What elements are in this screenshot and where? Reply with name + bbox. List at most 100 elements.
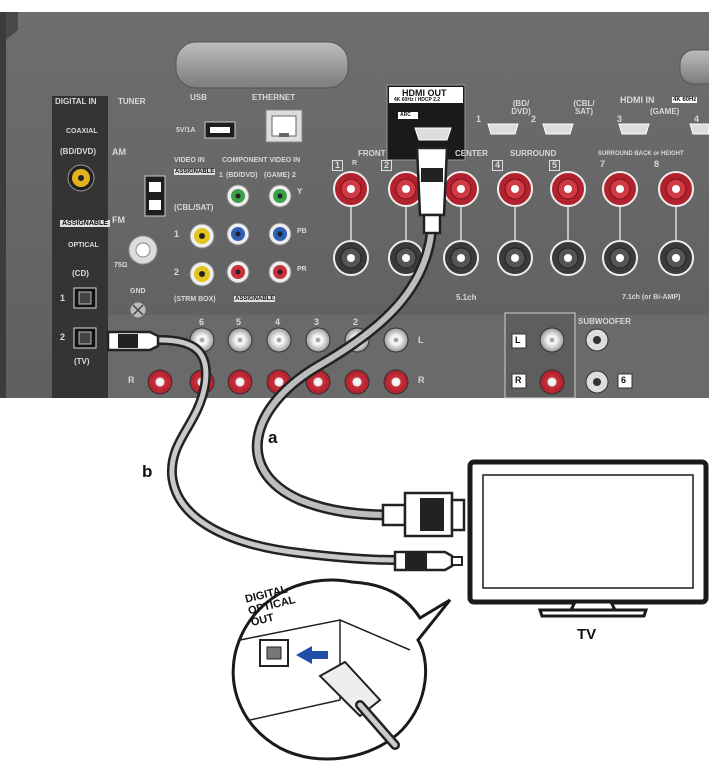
optical-label: OPTICAL: [68, 242, 99, 249]
hdmi-cable-a: [252, 146, 466, 538]
hdmi-in-2-label: (CBL/ SAT): [573, 99, 595, 116]
video-in-jack-1: [189, 223, 215, 249]
fm-label: FM: [112, 215, 125, 225]
component-video-in-label: COMPONENT VIDEO IN: [222, 157, 301, 164]
audio-2-label: 2: [353, 317, 359, 327]
speaker-post: [333, 171, 369, 276]
arc-label: ARC: [400, 112, 411, 118]
ethernet-port: [265, 109, 303, 143]
rca-white-jack: [383, 327, 409, 353]
component-pr-label: PR: [297, 266, 307, 273]
rca-white-jack: [227, 327, 253, 353]
fm-jack: [128, 235, 158, 265]
audio-r-left-label: R: [128, 375, 135, 385]
audio-3-label: 3: [314, 317, 320, 327]
digital-in-label: DIGITAL IN: [55, 97, 97, 106]
hdmi-in-4-number: 4: [694, 114, 700, 124]
rca-white-jack: [305, 327, 331, 353]
surround-4-number: 4: [492, 160, 504, 171]
audio-r-label: R: [418, 375, 425, 385]
component-2-label: (GAME): [264, 172, 290, 179]
subwoofer-jacks: [504, 312, 633, 399]
rca-red-jack: [147, 369, 173, 395]
component-2-number: 2: [292, 172, 296, 179]
video-cbl-sat-label: (CBL/SAT): [174, 203, 214, 212]
speaker-post: [658, 171, 694, 276]
hdmi-out-label: HDMI OUT: [402, 88, 447, 98]
optical-1-number: 1: [60, 293, 66, 303]
tuner-label: TUNER: [118, 97, 146, 106]
hdmi-in-1-label: (BD/ DVD): [511, 99, 531, 116]
component-video-jacks: [226, 184, 292, 284]
sb-8-number: 8: [654, 159, 660, 169]
hdmi-in-3-number: 3: [617, 114, 623, 124]
fm-ohm-label: 75Ω: [114, 262, 128, 269]
ch-51-label: 5.1ch: [456, 293, 477, 302]
coaxial-bd-dvd-label: (BD/DVD): [60, 147, 96, 156]
speaker-terminals: [333, 171, 694, 276]
optical-cable-b: [106, 330, 463, 572]
sub-r-label: R: [515, 375, 522, 385]
usb-rating-label: 5V/1A: [176, 127, 196, 134]
gnd-screw: [129, 301, 147, 319]
front-1-number: 1: [332, 160, 344, 171]
cable-b-label: b: [142, 462, 153, 481]
video-assignable-label: ASSIGNABLE: [174, 169, 216, 175]
hdmi-in-1-number: 1: [476, 114, 482, 124]
speaker-post: [602, 171, 638, 276]
surround-5-number: 5: [549, 160, 561, 171]
cable-a-label: a: [268, 428, 278, 447]
audio-l-label: L: [418, 335, 424, 345]
am-terminal: [144, 175, 166, 217]
video-in-label: VIDEO IN: [174, 157, 205, 164]
rca-red-jack: [227, 369, 253, 395]
usb-label: USB: [190, 93, 207, 102]
hdmi-in-3-label: (GAME): [650, 107, 680, 116]
speaker-post: [550, 171, 586, 276]
ch-71-label: 7.1ch (or Bi-AMP): [622, 294, 681, 301]
digital-assignable-label: ASSIGNABLE: [60, 220, 110, 227]
front-2-number: 2: [381, 160, 393, 171]
sub-l-label: L: [515, 335, 521, 345]
hdmi-in-ports: [487, 123, 709, 135]
tv-label: TV: [577, 626, 597, 643]
component-1-label: (BD/DVD): [226, 172, 258, 179]
hdmi-in-sub-label: 4K 60Hz: [672, 97, 698, 103]
surround-back-label: SURROUND BACK or HEIGHT: [598, 151, 684, 157]
optical-jack-2: [73, 327, 97, 349]
center-label: CENTER: [455, 149, 488, 158]
am-label: AM: [112, 147, 126, 157]
usb-port: [204, 121, 236, 139]
rca-red-jack: [383, 369, 409, 395]
surround-label: SURROUND: [510, 149, 557, 158]
audio-6-label: 6: [199, 317, 205, 327]
rca-white-jack: [266, 327, 292, 353]
gnd-label: GND: [130, 288, 146, 295]
video-in-jack-2: [189, 261, 215, 287]
optical-2-number: 2: [60, 332, 66, 342]
rca-red-jack: [344, 369, 370, 395]
hdmi-in-label: HDMI IN: [620, 95, 655, 105]
speaker-post: [497, 171, 533, 276]
coaxial-jack: [67, 164, 95, 192]
hdmi-out-sub-label: 4K 60Hz / HDCP 2.2: [394, 97, 441, 103]
ethernet-label: ETHERNET: [252, 93, 296, 102]
optical-1-label: (CD): [72, 269, 89, 278]
video-2-label: 2: [174, 267, 180, 277]
audio-4-label: 4: [275, 317, 281, 327]
coaxial-label: COAXIAL: [66, 128, 98, 135]
video-1-label: 1: [174, 229, 180, 239]
video-strm-box-label: (STRM BOX): [174, 296, 216, 303]
optical-port-closeup: [231, 578, 452, 761]
component-y-label: Y: [297, 187, 303, 196]
optical-2-label: (TV): [74, 357, 90, 366]
optical-jack-1: [73, 287, 97, 309]
audio-5-label: 5: [236, 317, 242, 327]
sb-7-number: 7: [600, 159, 606, 169]
component-pb-label: PB: [297, 228, 307, 235]
wireless-antenna: [175, 41, 349, 89]
component-1-number: 1: [219, 172, 223, 179]
sub-6-label: 6: [621, 375, 627, 385]
tv-icon: [467, 459, 709, 618]
